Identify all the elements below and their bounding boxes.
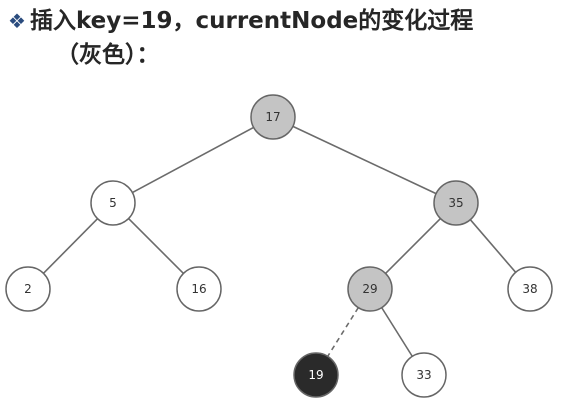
edge-5-2 (42, 218, 99, 274)
node-label-19: 19 (308, 368, 323, 382)
edge-29-33 (381, 307, 413, 357)
node-label-16: 16 (191, 282, 206, 296)
tree-node-2: 2 (5, 266, 51, 312)
tree-node-29: 29 (347, 266, 393, 312)
edge-5-16 (127, 217, 185, 275)
node-circle-33 (401, 352, 447, 398)
node-label-5: 5 (109, 196, 117, 210)
node-circle-2 (5, 266, 51, 312)
node-label-29: 29 (362, 282, 377, 296)
node-circle-29 (347, 266, 393, 312)
diamond-bullet-icon: ❖ (8, 9, 26, 33)
tree-node-17: 17 (250, 94, 296, 140)
title-line-1: 插入key=19，currentNode的变化过程 (29, 8, 474, 34)
node-circle-17 (250, 94, 296, 140)
node-label-2: 2 (24, 282, 32, 296)
edge-35-29 (384, 217, 442, 275)
edge-35-38 (469, 219, 517, 273)
node-circle-19 (293, 352, 339, 398)
edge-17-35 (292, 125, 437, 195)
node-label-35: 35 (448, 196, 463, 210)
tree-node-19: 19 (293, 352, 339, 398)
node-label-17: 17 (265, 110, 280, 124)
slide-title: ❖插入key=19，currentNode的变化过程 （灰色）： (8, 4, 558, 72)
node-circle-38 (507, 266, 553, 312)
tree-node-33: 33 (401, 352, 447, 398)
node-circle-35 (433, 180, 479, 226)
edge-29-19 (327, 307, 359, 357)
node-label-33: 33 (416, 368, 431, 382)
node-label-38: 38 (522, 282, 537, 296)
edge-17-5 (131, 126, 255, 194)
title-line-2: （灰色）： (56, 42, 160, 68)
tree-node-38: 38 (507, 266, 553, 312)
node-circle-5 (90, 180, 136, 226)
node-circle-16 (176, 266, 222, 312)
tree-node-35: 35 (433, 180, 479, 226)
tree-node-16: 16 (176, 266, 222, 312)
tree-node-5: 5 (90, 180, 136, 226)
